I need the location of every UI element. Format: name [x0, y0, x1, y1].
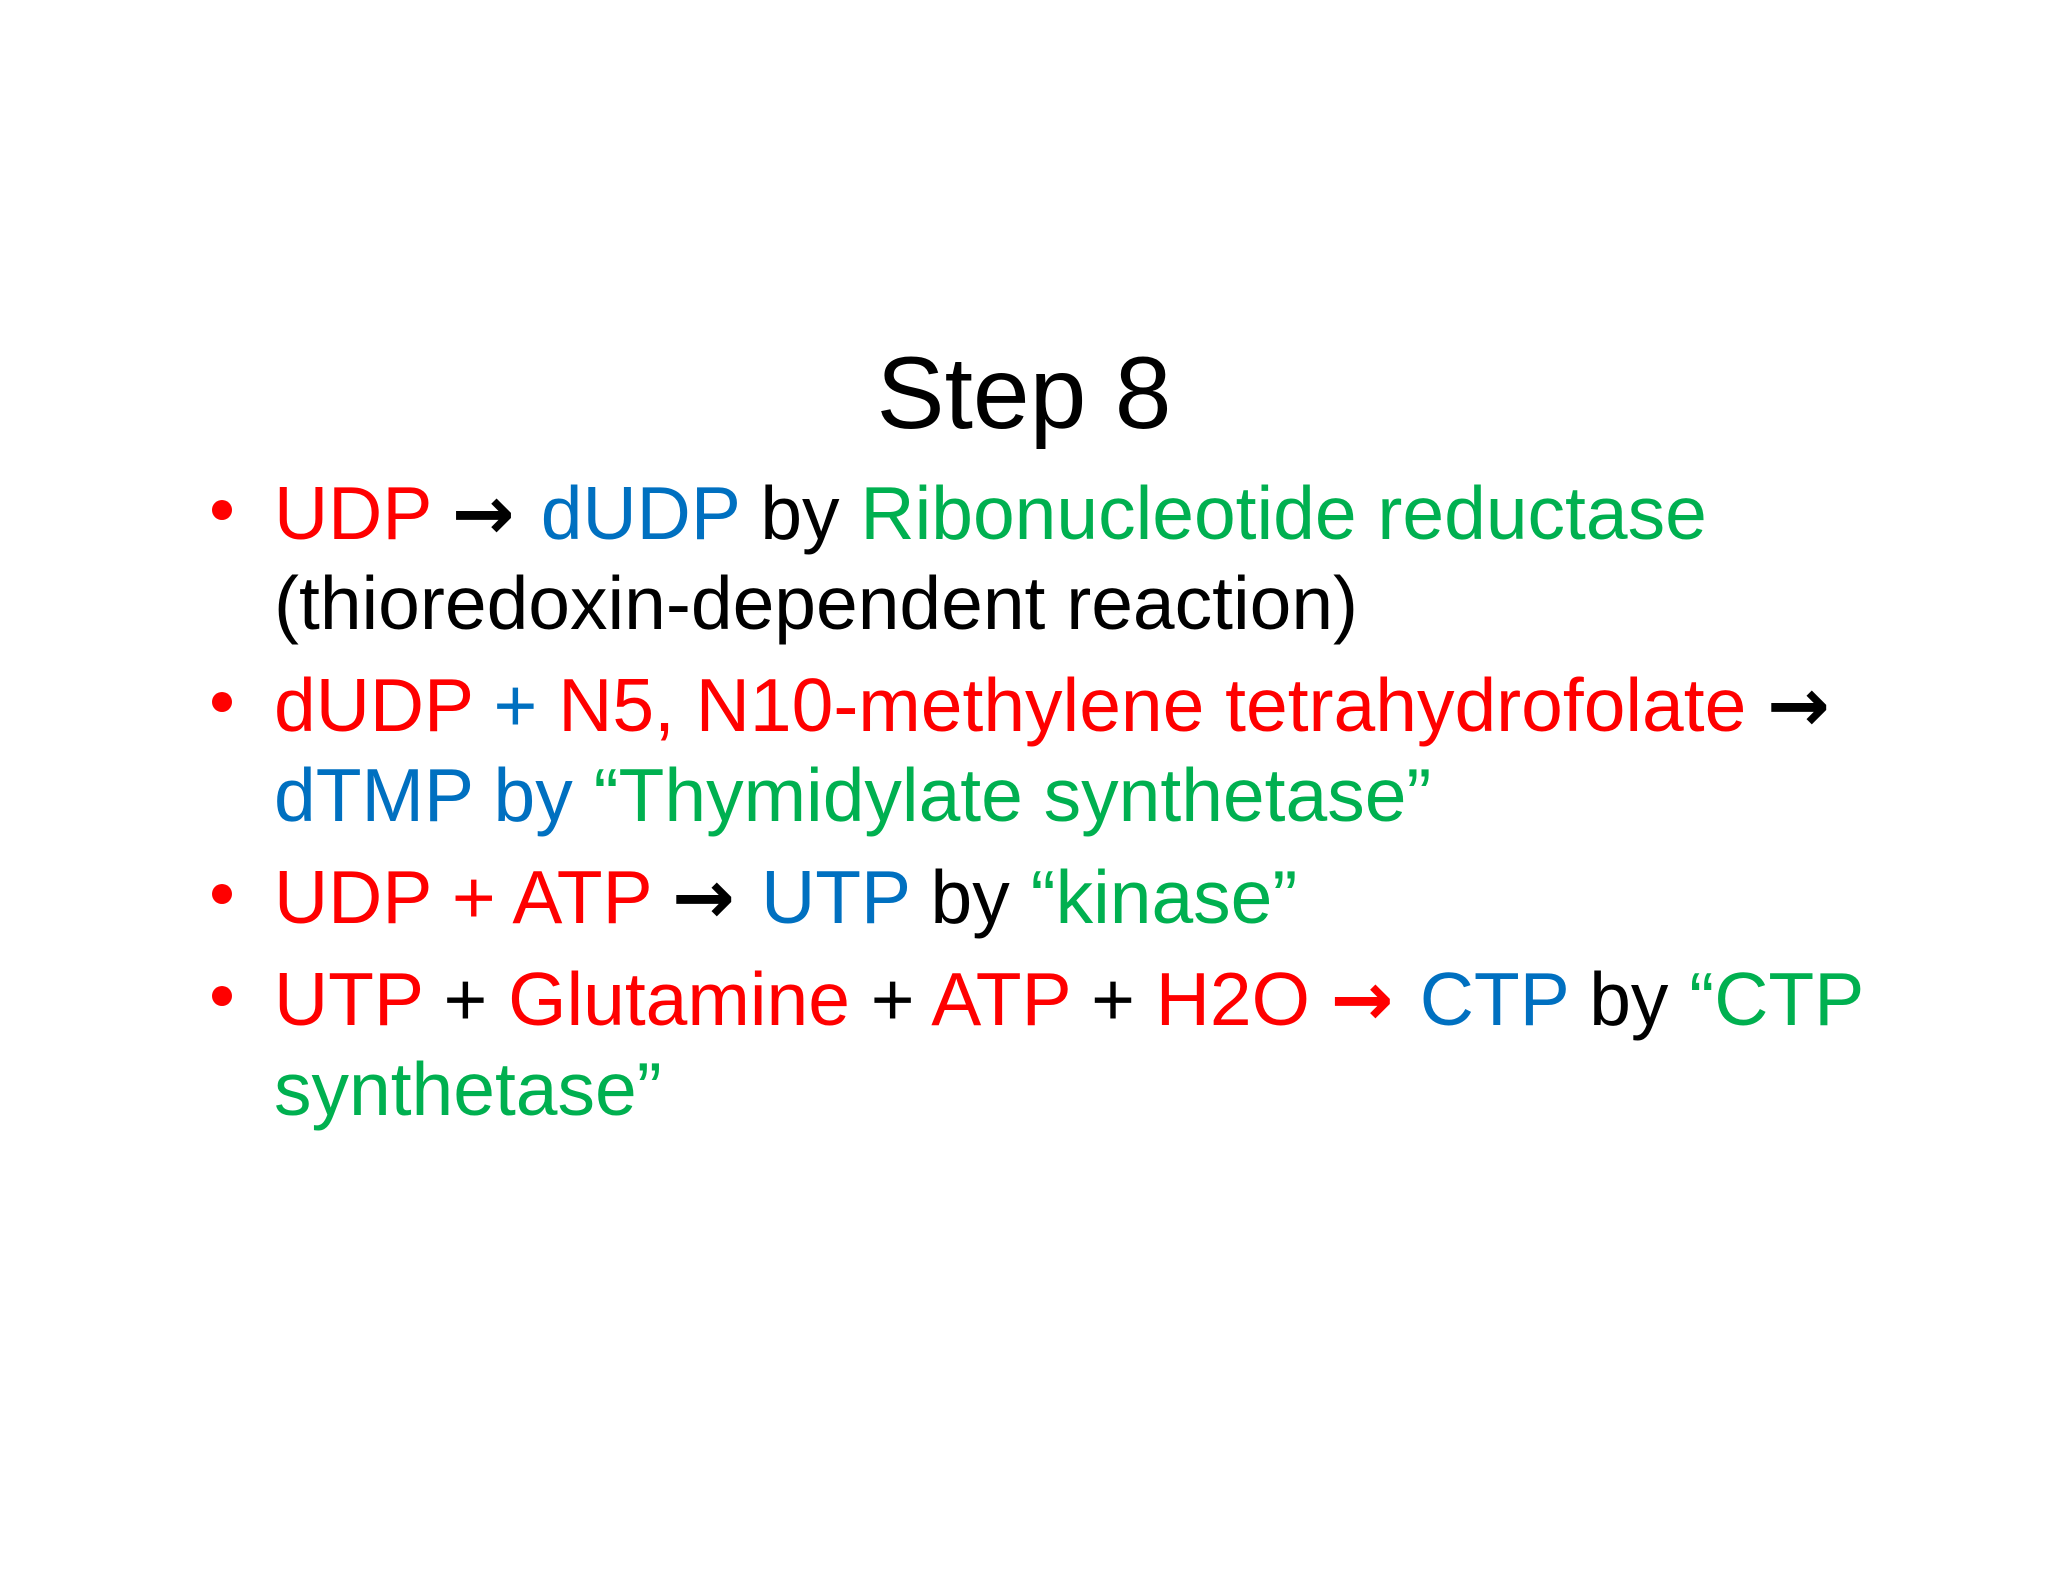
reaction-line: UDP + ATP → UTP by “kinase”: [274, 852, 1870, 942]
slide-title: Step 8: [876, 336, 1172, 450]
plus-operator: +: [1091, 957, 1156, 1041]
molecule-text: H2O: [1155, 957, 1331, 1041]
reaction-line: UTP + Glutamine + ATP + H2O → CTP by “CT…: [274, 954, 1870, 1044]
enzyme-text: “kinase”: [1030, 855, 1298, 939]
plus-operator: +: [493, 663, 559, 747]
molecule-text: UDP + ATP: [274, 855, 673, 939]
molecule-text: dUDP: [540, 471, 761, 555]
enzyme-text: “Thymidylate synthetase”: [593, 753, 1432, 837]
molecule-text: ATP: [931, 957, 1092, 1041]
note-line: (thioredoxin-dependent reaction): [274, 558, 1870, 648]
bullet-marker-icon: [212, 500, 232, 520]
bullet-item: dUDP + N5, N10-methylene tetrahydrofolat…: [210, 660, 1870, 840]
molecule-text: N5, N10-methylene tetrahydrofolate: [558, 663, 1768, 747]
enzyme-text: Ribonucleotide reductase: [860, 471, 1707, 555]
bullet-list: UDP → dUDP by Ribonucleotide reductase (…: [210, 468, 1870, 1146]
arrow-icon: →: [451, 469, 541, 557]
bullet-item: UDP → dUDP by Ribonucleotide reductase (…: [210, 468, 1870, 648]
note-text: (thioredoxin-dependent reaction): [274, 561, 1359, 645]
molecule-text: CTP: [1419, 957, 1590, 1041]
reaction-line: synthetase”: [274, 1044, 1870, 1134]
enzyme-text: synthetase”: [274, 1047, 662, 1131]
connector-text: by: [930, 855, 1031, 939]
molecule-text: Glutamine: [508, 957, 871, 1041]
plus-operator: +: [443, 957, 509, 1041]
molecule-text: UTP: [274, 957, 444, 1041]
bullet-marker-icon: [212, 884, 232, 904]
reaction-line: UDP → dUDP by Ribonucleotide reductase: [274, 468, 1870, 558]
molecule-text: UTP: [761, 855, 931, 939]
connector-text: by: [760, 471, 861, 555]
molecule-text: dTMP by: [274, 753, 594, 837]
molecule-text: UDP: [274, 471, 452, 555]
bullet-marker-icon: [212, 986, 232, 1006]
arrow-icon: →: [1767, 661, 1831, 749]
arrow-icon: →: [1330, 955, 1420, 1043]
enzyme-text: “CTP: [1689, 957, 1865, 1041]
reaction-line: dTMP by “Thymidylate synthetase”: [274, 750, 1870, 840]
molecule-text: dUDP: [274, 663, 494, 747]
bullet-marker-icon: [212, 692, 232, 712]
plus-operator: +: [870, 957, 932, 1041]
bullet-item: UTP + Glutamine + ATP + H2O → CTP by “CT…: [210, 954, 1870, 1134]
bullet-item: UDP + ATP → UTP by “kinase”: [210, 852, 1870, 942]
connector-text: by: [1589, 957, 1690, 1041]
reaction-line: dUDP + N5, N10-methylene tetrahydrofolat…: [274, 660, 1870, 750]
arrow-icon: →: [672, 853, 762, 941]
